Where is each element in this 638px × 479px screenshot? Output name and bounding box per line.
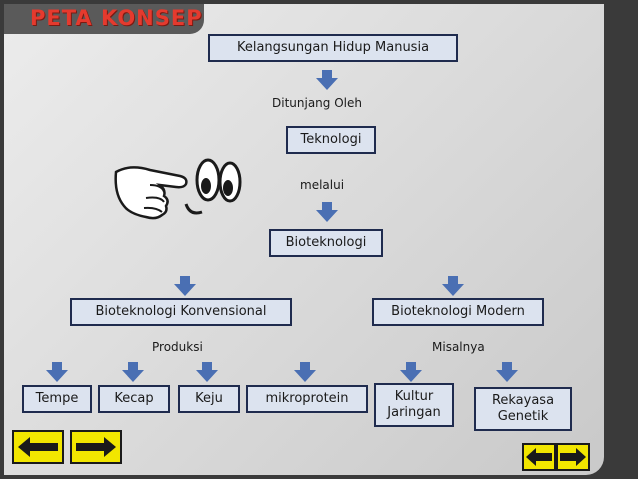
- down-arrow-icon: [174, 276, 196, 296]
- node-rekayasa-line1: Rekayasa: [491, 393, 555, 408]
- back-button[interactable]: [12, 430, 64, 464]
- node-modern: Bioteknologi Modern: [372, 298, 544, 326]
- connector-misalnya: Misalnya: [432, 340, 485, 354]
- down-arrow-icon: [196, 362, 218, 382]
- node-keju: Keju: [178, 385, 240, 413]
- node-bioteknologi: Bioteknologi: [269, 229, 383, 257]
- forward-button[interactable]: [70, 430, 122, 464]
- node-kelangsungan-label: Kelangsungan Hidup Manusia: [236, 40, 430, 55]
- node-kultur-jaringan: Kultur Jaringan: [374, 383, 454, 427]
- down-arrow-icon: [496, 362, 518, 382]
- node-kultur-line1: Kultur: [394, 389, 434, 404]
- node-teknologi-label: Teknologi: [300, 132, 362, 147]
- title-tab: [4, 4, 204, 34]
- down-arrow-icon: [442, 276, 464, 296]
- down-arrow-icon: [400, 362, 422, 382]
- node-kultur-line2: Jaringan: [387, 405, 441, 420]
- node-mikroprotein-label: mikroprotein: [265, 391, 349, 406]
- connector-produksi: Produksi: [152, 340, 203, 354]
- cartoon-eyes-icon: [184, 158, 242, 215]
- down-arrow-icon: [46, 362, 68, 382]
- down-arrow-icon: [294, 362, 316, 382]
- down-arrow-icon: [316, 202, 338, 222]
- node-bioteknologi-label: Bioteknologi: [285, 235, 367, 250]
- node-kelangsungan: Kelangsungan Hidup Manusia: [208, 34, 458, 62]
- node-rekayasa-genetik: Rekayasa Genetik: [474, 387, 572, 431]
- back-arrow-icon[interactable]: [522, 443, 556, 471]
- down-arrow-icon: [316, 70, 338, 90]
- node-konvensional-label: Bioteknologi Konvensional: [95, 304, 267, 319]
- node-teknologi: Teknologi: [286, 126, 376, 154]
- node-keju-label: Keju: [195, 391, 223, 406]
- down-arrow-icon: [122, 362, 144, 382]
- connector-melalui: melalui: [300, 178, 345, 192]
- forward-arrow-icon[interactable]: [556, 443, 590, 471]
- page-title: PETA KONSEP: [30, 6, 203, 30]
- node-modern-label: Bioteknologi Modern: [391, 304, 525, 319]
- connector-ditunjang: Ditunjang Oleh: [272, 96, 362, 110]
- node-konvensional: Bioteknologi Konvensional: [70, 298, 292, 326]
- node-kecap-label: Kecap: [114, 391, 154, 406]
- pointing-hand-icon: [114, 166, 188, 220]
- node-tempe-label: Tempe: [35, 391, 79, 406]
- node-kecap: Kecap: [98, 385, 170, 413]
- node-mikroprotein: mikroprotein: [246, 385, 368, 413]
- node-tempe: Tempe: [22, 385, 92, 413]
- node-rekayasa-line2: Genetik: [497, 409, 549, 424]
- slide: PETA KONSEP Kelangsungan Hidup Manusia D…: [4, 4, 604, 475]
